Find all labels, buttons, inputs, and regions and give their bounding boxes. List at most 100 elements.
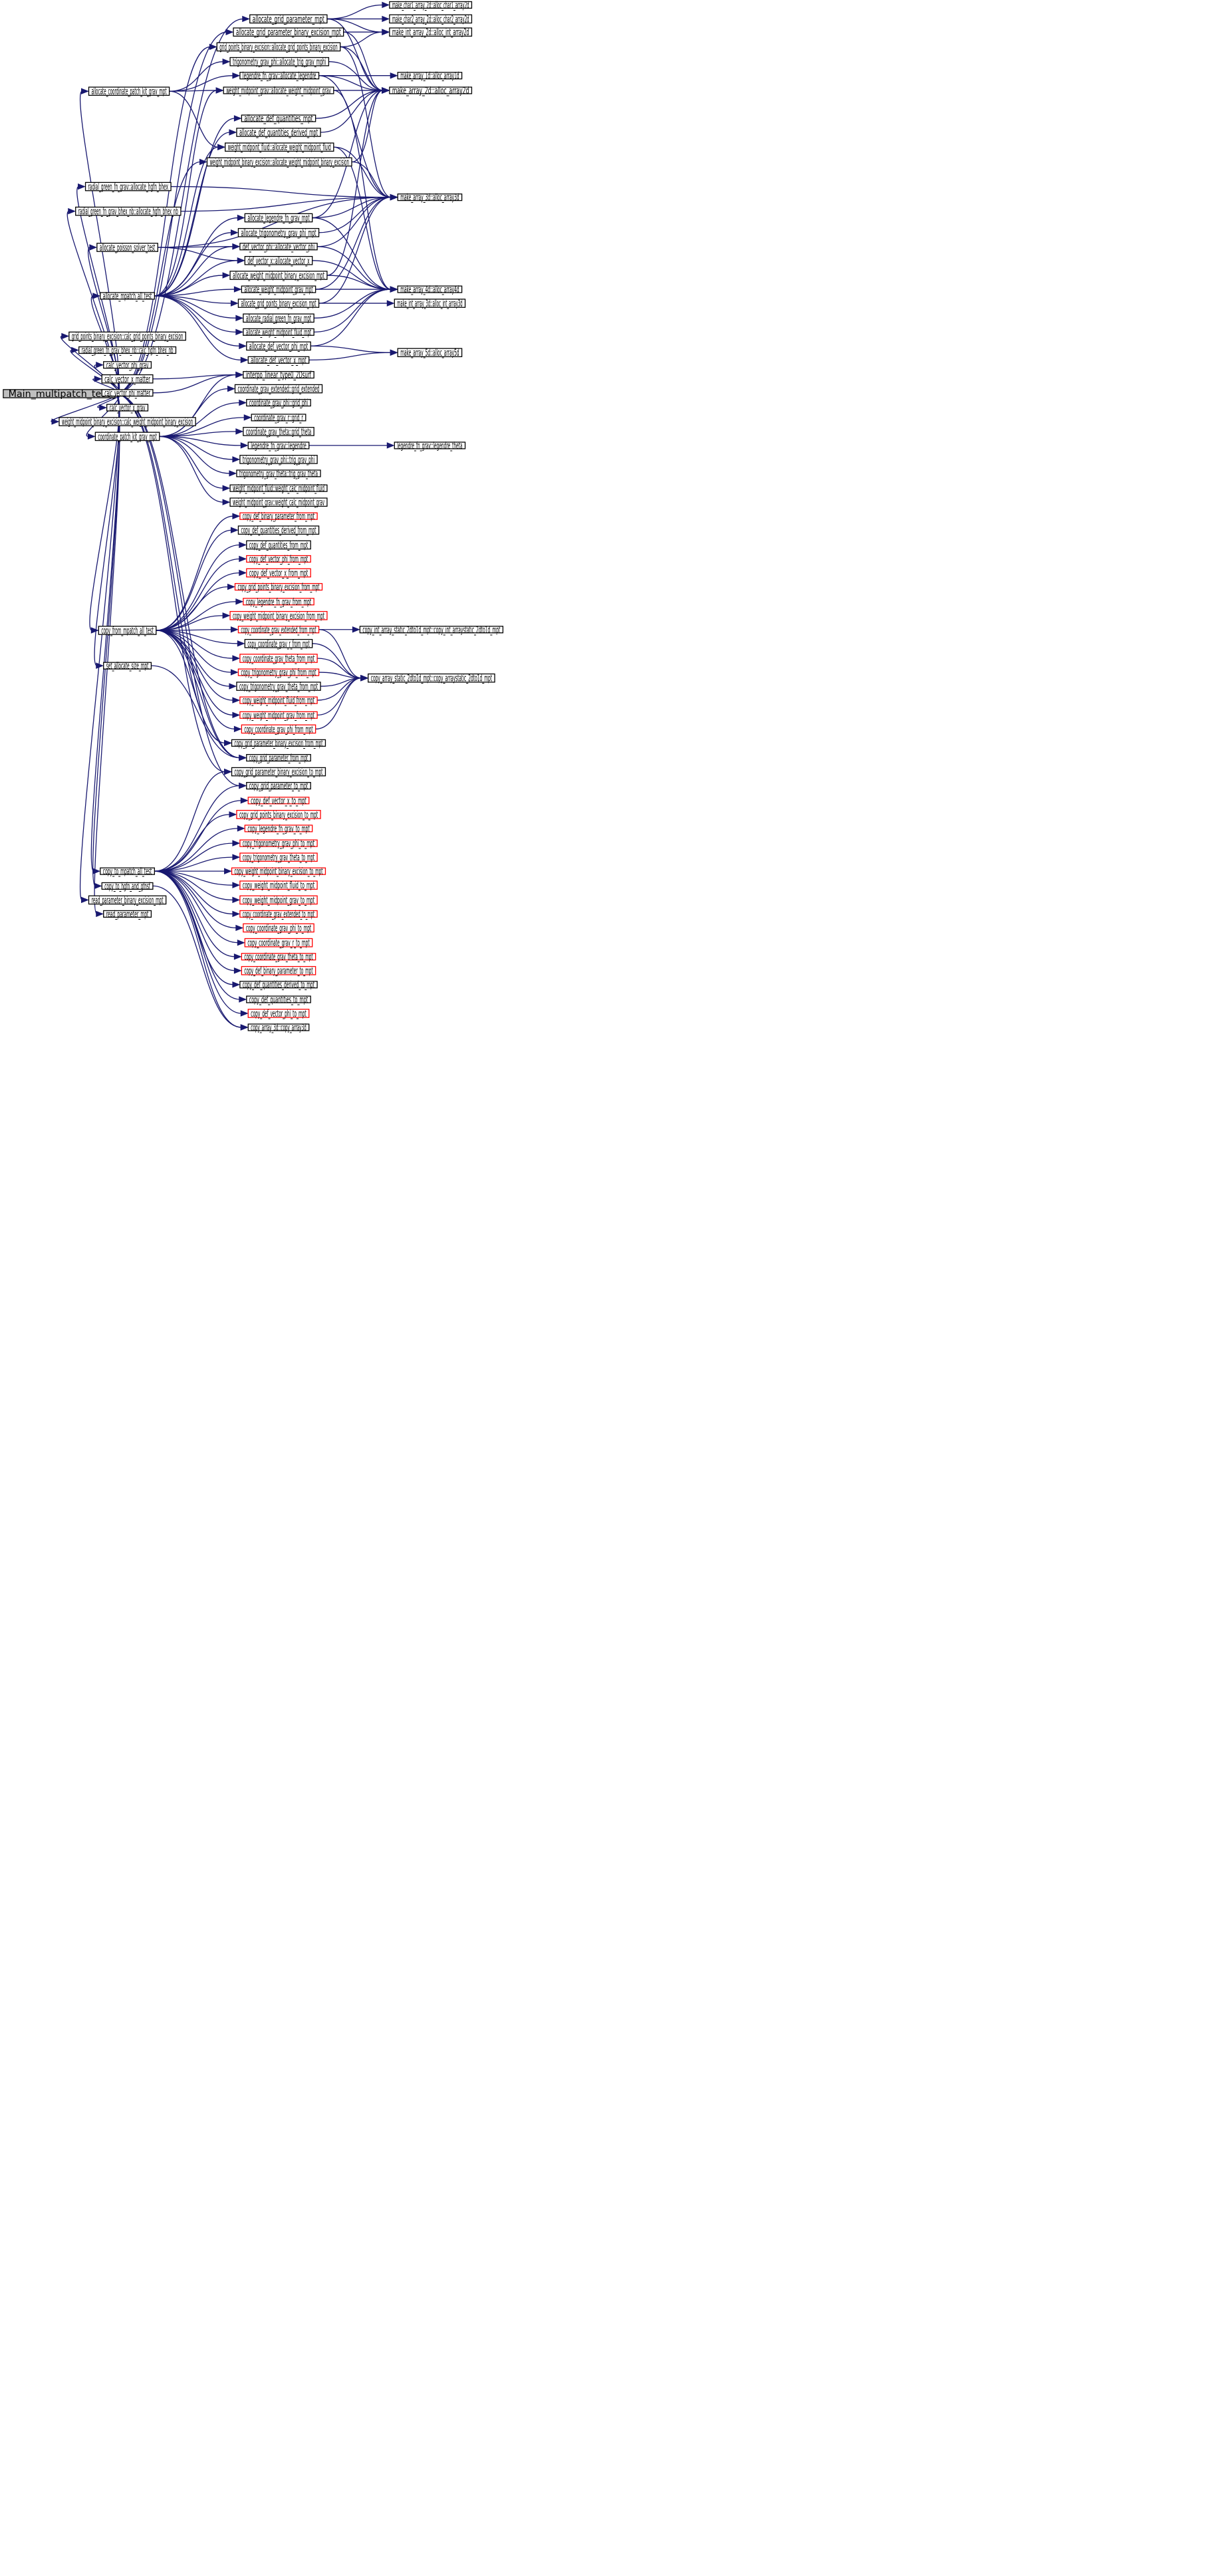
function-node-allocate-grid-parameter-binary-excision-mpt[interactable]: allocate_grid_parameter_binary_excision_… (233, 27, 344, 38)
function-node-coordinate-patch-kit-grav-mpt[interactable]: coordinate_patch_kit_grav_mpt (94, 432, 160, 442)
function-node-copy-def-vector-phi-to-mpt[interactable]: copy_def_vector_phi_to_mpt (247, 1009, 310, 1019)
function-node-copy-legendre-fn-grav-from-mpt[interactable]: copy_legendre_fn_grav_from_mpt (243, 597, 314, 608)
function-node-trigonometry-grav-phi-trig-grav-phi[interactable]: trigonometry_grav_phi::trig_grav_phi (239, 455, 318, 465)
function-node-calc-vector-x-matter[interactable]: calc_vector_x_matter (101, 374, 154, 385)
function-node-copy-def-binary-parameter-from-mpt[interactable]: copy_def_binary_parameter_from_mpt (239, 511, 318, 522)
function-node-copy-grid-parameter-from-mpt[interactable]: copy_grid_parameter_from_mpt (246, 753, 311, 764)
function-node-copy-to-hgfn-and-gfnsf[interactable]: copy_to_hgfn_and_gfnsf (101, 881, 154, 892)
function-node-legendre-fn-grav-legendre[interactable]: legendre_fn_grav::legendre (247, 441, 310, 451)
function-node-grid-points-binary-excision-allocate-grid-points-binary-excision[interactable]: grid_points_binary_excision::allocate_gr… (216, 42, 341, 53)
function-node-copy-coordinate-grav-theta-from-mpt[interactable]: copy_coordinate_grav_theta_from_mpt (239, 654, 318, 664)
function-node-weight-midpoint-binary-excision-calc-weight-midpoint-binary-excision[interactable]: weight_midpoint_binary_excision::calc_we… (59, 417, 196, 428)
function-node-allocate-poisson-solver-test[interactable]: allocate_poisson_solver_test (96, 243, 158, 253)
function-node-allocate-def-vector-phi-mpt[interactable]: allocate_def_vector_phi_mpt (246, 341, 311, 352)
function-node-allocate-def-quantities-derived-mpt[interactable]: allocate_def_quantities_derived_mpt (236, 128, 321, 138)
function-node-copy-coordinate-grav-phi-to-mpt[interactable]: copy_coordinate_grav_phi_to_mpt (243, 923, 314, 934)
function-node-copy-array-3d-copy-array3d[interactable]: copy_array_3d::copy_array3d (247, 1023, 310, 1033)
function-node-copy-coordinate-grav-theta-to-mpt[interactable]: copy_coordinate_grav_theta_to_mpt (241, 952, 316, 963)
function-node-allocate-coordinate-patch-kit-grav-mpt[interactable]: allocate_coordinate_patch_kit_grav_mpt (88, 86, 170, 97)
function-node-copy-coordinate-grav-r-to-mpt[interactable]: copy_coordinate_grav_r_to_mpt (244, 938, 313, 949)
function-node-coordinate-grav-phi-grid-phi[interactable]: coordinate_grav_phi::grid_phi (246, 398, 311, 409)
function-node-allocate-grid-points-binary-excision-mpt[interactable]: allocate_grid_points_binary_excision_mpt (237, 299, 320, 309)
function-node-allocate-weight-midpoint-fluid-mpt[interactable]: allocate_weight_midpoint_fluid_mpt (243, 327, 314, 338)
node-box (106, 404, 149, 412)
function-node-allocate-weight-midpoint-grav-mpt[interactable]: allocate_weight_midpoint_grav_mpt (241, 285, 316, 295)
function-node-coordinate-grav-r-grid-r[interactable]: coordinate_grav_r::grid_r (251, 413, 307, 424)
function-node-copy-def-vector-x-to-mpt[interactable]: copy_def_vector_x_to_mpt (247, 796, 310, 807)
function-node-copy-def-quantities-to-mpt[interactable]: copy_def_quantities_to_mpt (246, 995, 311, 1005)
function-node-allocate-mpatch-all-test[interactable]: allocate_mpatch_all_test (100, 291, 156, 302)
function-node-copy-def-quantities-from-mpt[interactable]: copy_def_quantities_from_mpt (246, 540, 311, 551)
function-node-coordinate-grav-theta-grid-theta[interactable]: coordinate_grav_theta::grid_theta (243, 427, 314, 438)
function-node-allocate-trigonometry-grav-phi-mpt[interactable]: allocate_trigonometry_grav_phi_mpt (237, 228, 320, 239)
function-node-trigonometry-grav-phi-allocate-trig-grav-mphi[interactable]: trigonometry_grav_phi::allocate_trig_gra… (229, 57, 330, 68)
function-node-make-char1-array-2d-alloc-char1-array2d[interactable]: make_char1_array_2d::alloc_char1_array2d (389, 0, 473, 11)
function-node-make-int-array-2d-alloc-int-array2d[interactable]: make_int_array_2d::alloc_int_array2d (389, 27, 473, 38)
function-node-read-parameter-binary-excision-mpt[interactable]: read_parameter_binary_excision_mpt (88, 895, 167, 906)
function-node-allocate-radial-green-fn-grav-mpt[interactable]: allocate_radial_green_fn_grav_mpt (243, 313, 314, 324)
function-node-copy-int-array-static-2dto1d-mpt-copy-int-arraystatic-2dto1d-mpt[interactable]: copy_int_array_static_2dto1d_mpt::copy_i… (359, 625, 504, 636)
function-node-copy-from-mpatch-all-test[interactable]: copy_from_mpatch_all_test (98, 626, 157, 636)
function-node-weight-midpoint-fluid-weight-calc-midpoint-fluid[interactable]: weight_midpoint_fluid::weight_calc_midpo… (229, 483, 328, 494)
function-node-copy-grid-points-binary-excision-to-mpt[interactable]: copy_grid_points_binary_excision_to_mpt (236, 810, 321, 821)
function-node-allocate-weight-midpoint-binary-excision-mpt[interactable]: allocate_weight_midpoint_binary_excision… (229, 271, 328, 281)
function-node-legendre-fn-grav-legendre-theta[interactable]: legendre_fn_grav::legendre_theta (394, 441, 466, 451)
function-node-def-vector-x-allocate-vector-x[interactable]: def_vector_x::allocate_vector_x (244, 256, 313, 267)
function-node-copy-weight-midpoint-binary-excision-from-mpt[interactable]: copy_weight_midpoint_binary_excision_fro… (229, 611, 328, 622)
function-node-copy-coordinate-grav-phi-from-mpt[interactable]: copy_coordinate_grav_phi_from_mpt (241, 724, 316, 735)
function-node-radial-green-fn-grav-bhex-nb-allocate-hgfn-bhex-nb[interactable]: radial_green_fn_grav_bhex_nb::allocate_h… (75, 207, 182, 217)
function-node-copy-trigonometry-grav-theta-to-mpt[interactable]: copy_trigonometry_grav_theta_to_mpt (239, 852, 318, 863)
function-node-copy-def-vector-x-from-mpt[interactable]: copy_def_vector_x_from_mpt (246, 568, 311, 579)
function-node-copy-coordinate-grav-extended-to-mpt[interactable]: copy_coordinate_grav_extended_to_mpt (239, 909, 318, 920)
function-node-copy-trigonometry-grav-theta-from-mpt[interactable]: copy_trigonometry_grav_theta_from_mpt (236, 682, 321, 692)
function-node-copy-coordinate-grav-extended-from-mpt[interactable]: copy_coordinate_grav_extended_from_mpt (237, 625, 320, 636)
function-node-copy-grid-parameter-binary-excision-to-mpt[interactable]: copy_grid_parameter_binary_excision_to_m… (231, 767, 326, 778)
function-node-trigonometry-grav-theta-trig-grav-theta[interactable]: trigonometry_grav_theta::trig_grav_theta (236, 469, 321, 479)
function-node-make-array-1d-alloc-array1d[interactable]: make_array_1d::alloc_array1d (397, 71, 463, 82)
function-node-copy-legendre-fn-grav-to-mpt[interactable]: copy_legendre_fn_grav_to_mpt (244, 824, 313, 835)
function-node-def-vector-phi-allocate-vector-phi[interactable]: def_vector_phi::allocate_vector_phi (239, 242, 318, 253)
function-node-copy-weight-midpoint-grav-to-mpt[interactable]: copy_weight_midpoint_grav_to_mpt (239, 895, 318, 906)
function-node-read-parameter-mpt[interactable]: read_parameter_mpt (103, 909, 152, 920)
function-node-allocate-grid-parameter-mpt[interactable]: allocate_grid_parameter_mpt (249, 14, 328, 25)
function-node-grid-points-binary-excision-calc-grid-points-binary-excision[interactable]: grid_points_binary_excision::calc_grid_p… (68, 332, 186, 342)
function-node-copy-weight-midpoint-grav-from-mpt[interactable]: copy_weight_midpoint_grav_from_mpt (239, 710, 318, 721)
function-node-make-array-4d-alloc-array4d[interactable]: make_array_4d::alloc_array4d (397, 285, 463, 295)
function-node-make-int-array-3d-alloc-int-array3d[interactable]: make_int_array_3d::alloc_int_array3d (394, 299, 466, 309)
function-node-copy-grid-parameter-to-mpt[interactable]: copy_grid_parameter_to_mpt (246, 781, 311, 792)
function-node-radial-green-fn-grav-allocate-hgfn-bhex[interactable]: radial_green_fn_grav::allocate_hgfn_bhex (84, 182, 172, 193)
function-node-allocate-def-vector-x-mpt[interactable]: allocate_def_vector_x_mpt (247, 355, 310, 366)
function-node-copy-grid-parameter-binary-excision-from-mpt[interactable]: copy_grid_parameter_binary_excision_from… (231, 738, 326, 749)
function-node-calc-vector-x-grav[interactable]: calc_vector_x_grav (106, 403, 149, 414)
function-node-copy-coordinate-grav-r-from-mpt[interactable]: copy_coordinate_grav_r_from_mpt (244, 639, 313, 650)
function-node-copy-weight-midpoint-fluid-from-mpt[interactable]: copy_weight_midpoint_fluid_from_mpt (239, 696, 318, 706)
function-node-set-allocate-size-mpt[interactable]: set_allocate_size_mpt (103, 661, 152, 672)
function-node-calc-vector-phi-matter[interactable]: calc_vector_phi_matter (101, 388, 154, 399)
function-node-copy-def-vector-phi-from-mpt[interactable]: copy_def_vector_phi_from_mpt (246, 554, 311, 565)
function-node-make-array-2d-alloc-array2d[interactable]: make_array_2d::alloc_array2d (389, 86, 473, 96)
function-node-make-array-5d-alloc-array5d[interactable]: make_array_5d::alloc_array5d (397, 348, 463, 358)
function-node-copy-to-mpatch-all-test[interactable]: copy_to_mpatch_all_test (100, 866, 156, 877)
function-node-coordinate-grav-extended-grid-extended[interactable]: coordinate_grav_extended::grid_extended (234, 384, 323, 395)
function-node-make-array-3d-alloc-array3d[interactable]: make_array_3d::alloc_array3d (397, 193, 463, 203)
function-node-copy-def-binary-parameter-to-mpt[interactable]: copy_def_binary_parameter_to_mpt (241, 966, 316, 977)
function-node-copy-grid-points-binary-excision-from-mpt[interactable]: copy_grid_points_binary_excision_from_mp… (234, 582, 323, 593)
function-node-allocate-def-quantities-mpt[interactable]: allocate_def_quantities_mpt (241, 114, 316, 124)
function-node-copy-trigonometry-grav-phi-to-mpt[interactable]: copy_trigonometry_grav_phi_to_mpt (239, 838, 318, 849)
function-node-radial-green-fn-grav-bhex-nb-calc-hgfn-bhex-nb[interactable]: radial_green_fn_grav_bhex_nb::calc_hgfn_… (78, 346, 177, 356)
function-node-calc-vector-phi-grav[interactable]: calc_vector_phi_grav (103, 360, 152, 371)
function-node-copy-weight-midpoint-fluid-to-mpt[interactable]: copy_weight_midpoint_fluid_to_mpt (239, 880, 318, 891)
function-node-allocate-legendre-fn-grav-mpt[interactable]: allocate_legendre_fn_grav_mpt (244, 213, 313, 224)
function-node-copy-trigonometry-grav-phi-from-mpt[interactable]: copy_trigonometry_grav_phi_from_mpt (237, 668, 320, 678)
function-node-weight-midpoint-binary-excision-allocate-weight-midpoint-binary-excision[interactable]: weight_midpoint_binary_excision::allocat… (206, 157, 352, 168)
function-node-legendre-fn-grav-allocate-legendre[interactable]: legendre_fn_grav::allocate_legendre (239, 71, 320, 82)
function-node-copy-def-quantities-derived-to-mpt[interactable]: copy_def_quantities_derived_to_mpt (239, 980, 318, 991)
function-node-copy-def-quantities-derived-from-mpt[interactable]: copy_def_quantities_derived_from_mpt (237, 525, 320, 536)
function-node-copy-array-static-2dto1d-mpt-copy-arraystatic-2dto1d-mpt[interactable]: copy_array_static_2dto1d_mpt::copy_array… (368, 674, 495, 684)
function-node-make-char2-array-2d-alloc-char2-array2d[interactable]: make_char2_array_2d::alloc_char2_array2d (389, 14, 473, 25)
function-node-copy-weight-midpoint-binary-excision-to-mpt[interactable]: copy_weight_midpoint_binary_excision_to_… (231, 866, 326, 877)
function-node-weight-midpoint-grav-allocate-weight-midpoint-grav[interactable]: weight_midpoint_grav::allocate_weight_mi… (223, 86, 334, 96)
function-node-weight-midpoint-fluid-allocate-weight-midpoint-fluid[interactable]: weight_midpoint_fluid::allocate_weight_m… (225, 142, 334, 153)
function-node-interpo-linear-type0-2dsurf[interactable]: interpo_linear_type0_2Dsurf (243, 370, 314, 381)
function-node-weight-midpoint-grav-weight-calc-midpoint-grav[interactable]: weight_midpoint_grav::weight_calc_midpoi… (229, 497, 328, 508)
